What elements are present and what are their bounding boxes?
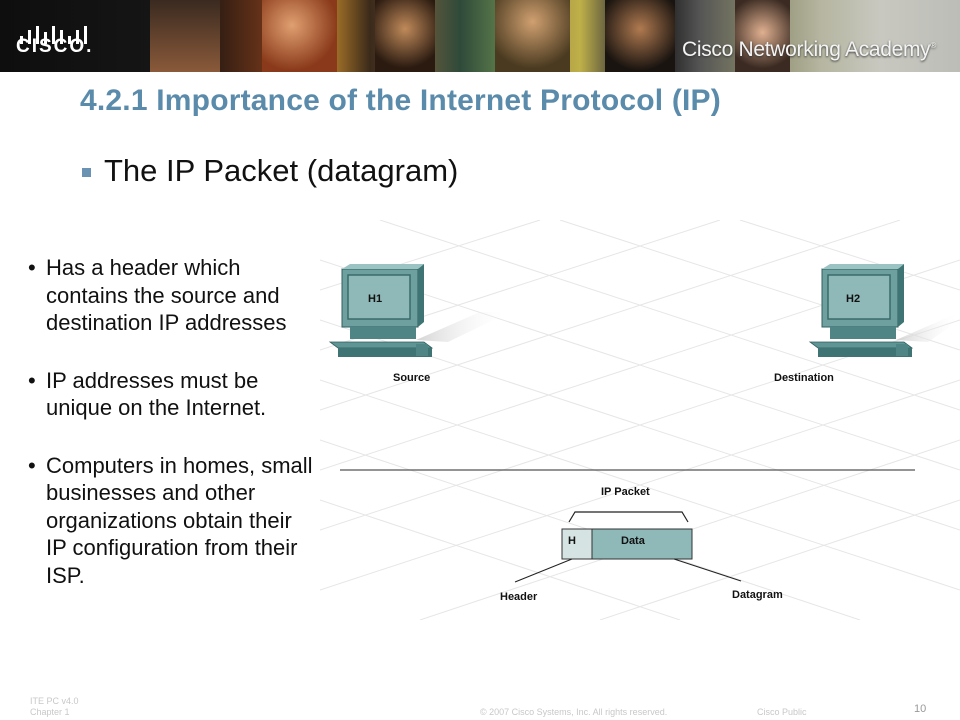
footer-copyright: © 2007 Cisco Systems, Inc. All rights re…	[480, 707, 668, 717]
bullet-list: • Has a header which contains the source…	[28, 254, 318, 619]
bullet-item: • Has a header which contains the source…	[28, 254, 318, 337]
bullet-item: • IP addresses must be unique on the Int…	[28, 367, 318, 422]
source-computer-icon	[328, 264, 510, 357]
cisco-bridge-logo-icon	[20, 26, 87, 44]
bullet-text: IP addresses must be unique on the Inter…	[46, 367, 267, 421]
academy-text: Cisco Networking Academy	[681, 38, 931, 61]
packet-data-text: Data	[621, 535, 646, 547]
footer-classification: Cisco Public	[757, 707, 807, 717]
datagram-pointer	[673, 558, 742, 582]
footer-course: ITE PC v4.0	[30, 696, 79, 706]
header-label: Header	[500, 591, 538, 603]
destination-label: Destination	[774, 372, 834, 384]
bullet-item: • Computers in homes, small businesses a…	[28, 452, 318, 590]
ip-packet-diagram: H1 Source H2 Destination IP Packet H Dat…	[320, 220, 960, 620]
square-bullet-icon	[82, 167, 91, 177]
banner-photo	[262, 0, 337, 72]
packet-bracket	[568, 511, 689, 523]
packet-header-text: H	[568, 535, 576, 547]
banner-photo	[150, 0, 220, 72]
packet-header-cell	[561, 528, 593, 560]
networking-academy-brand: Cisco Networking Academy®	[682, 38, 936, 62]
source-label: Source	[393, 372, 430, 384]
banner-photo	[605, 0, 675, 72]
banner-photo	[495, 0, 570, 72]
banner-photo	[735, 0, 790, 72]
page-number: 10	[914, 703, 927, 715]
datagram-label: Datagram	[732, 589, 783, 601]
bullet-text: Computers in homes, small businesses and…	[46, 452, 313, 588]
host1-label: H1	[368, 293, 382, 305]
slide-subtitle: The IP Packet (datagram)	[104, 153, 459, 188]
host2-label: H2	[846, 293, 860, 305]
destination-computer-icon	[808, 264, 960, 357]
registered-mark: ®	[930, 41, 936, 50]
bullet-dot-icon: •	[28, 367, 36, 393]
bullet-text: Has a header which contains the source a…	[46, 255, 287, 335]
ip-packet-label: IP Packet	[601, 486, 650, 498]
page-title: 4.2.1 Importance of the Internet Protoco…	[80, 84, 721, 117]
packet-data-cell	[591, 528, 693, 560]
cisco-logo-text: CISCO.	[16, 36, 94, 57]
footer-chapter: Chapter 1	[30, 707, 70, 717]
banner-photo	[375, 0, 435, 72]
header-banner: CISCO. Cisco Networking Academy®	[0, 0, 960, 72]
bullet-dot-icon: •	[28, 452, 36, 478]
subtitle-row: The IP Packet (datagram)	[82, 153, 458, 189]
header-pointer	[514, 558, 573, 583]
bullet-dot-icon: •	[28, 255, 36, 280]
